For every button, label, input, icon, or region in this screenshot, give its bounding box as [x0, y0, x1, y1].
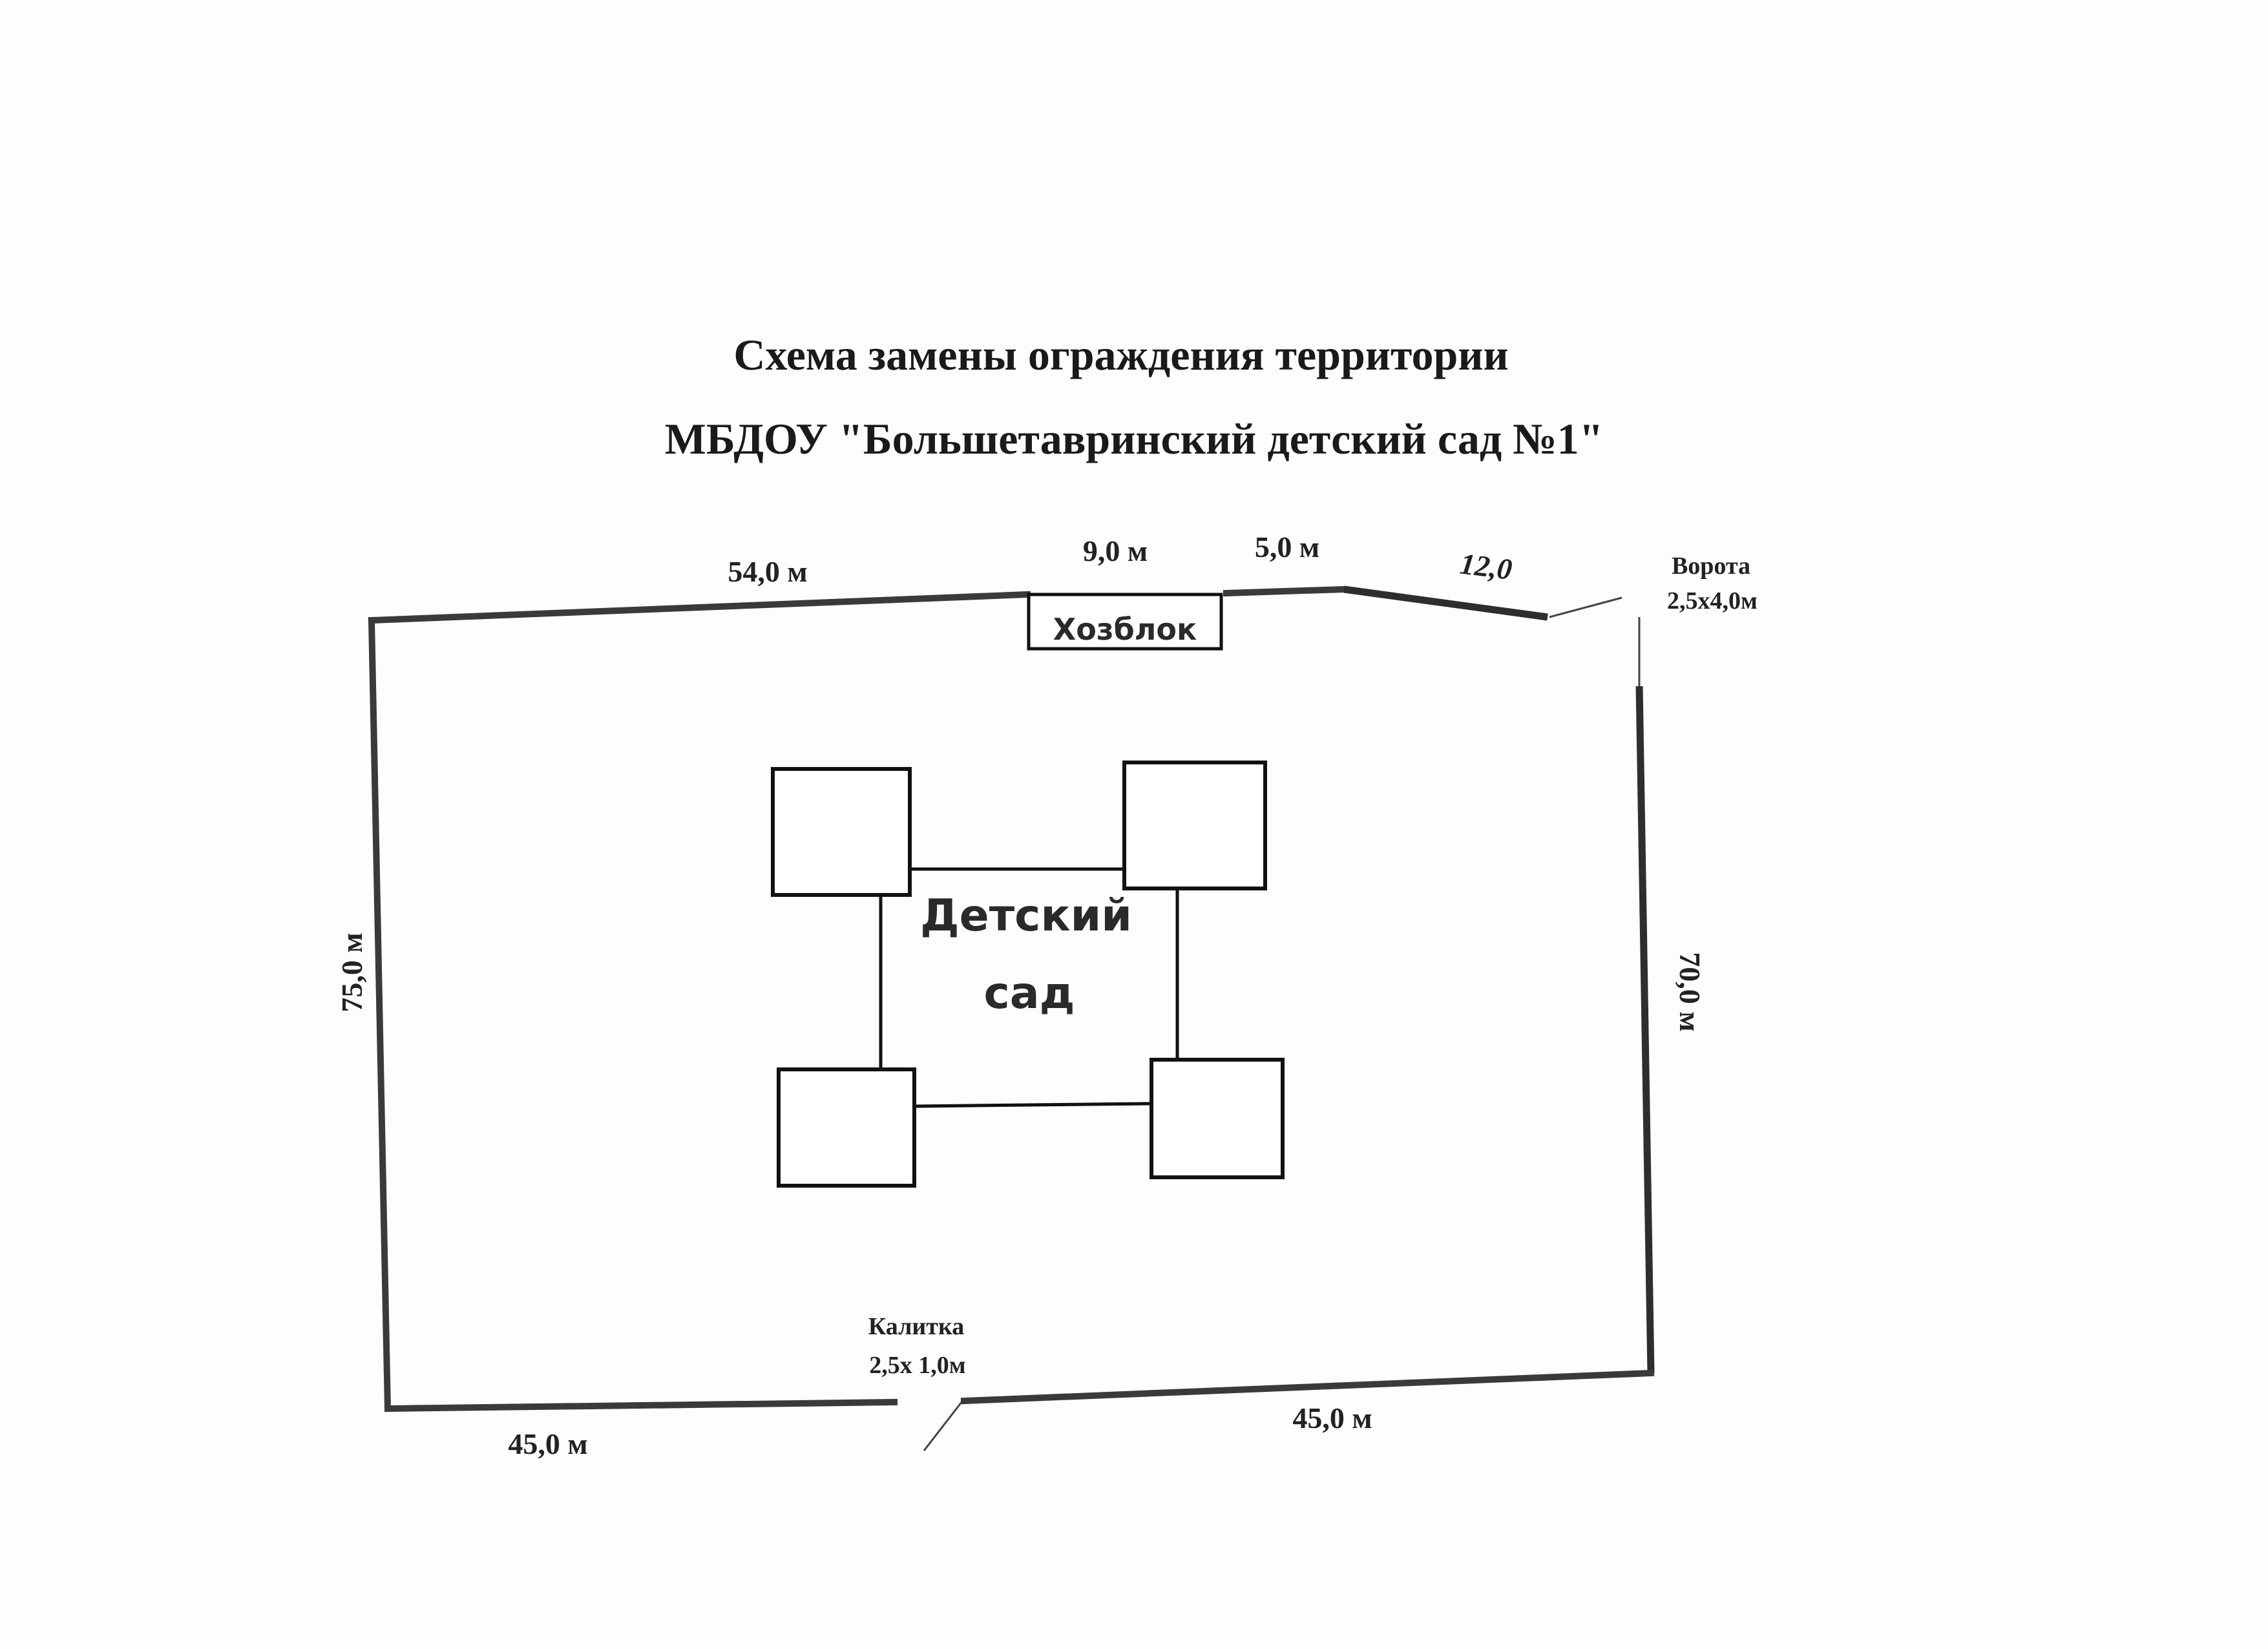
shed-label: Хозблок: [1053, 612, 1197, 647]
fence-bottom-left: [384, 1398, 898, 1413]
dimension-bottom-left: 45,0 м: [508, 1427, 587, 1460]
dimension-top-mid: 5,0 м: [1255, 530, 1319, 563]
building-link-bottom: [914, 1102, 1152, 1108]
fence-top-left: [368, 591, 1031, 624]
dimension-bottom-right: 45,0 м: [1292, 1402, 1372, 1434]
building-block-bottom-left: [777, 1067, 916, 1188]
dimension-top-shed: 9,0 м: [1083, 534, 1148, 567]
wicket-size: 2,5х 1,0м: [869, 1352, 965, 1379]
dimension-right: 70,0 м: [1674, 952, 1706, 1031]
dimension-top-right: 12,0: [1458, 547, 1514, 585]
fence-left: [368, 616, 392, 1413]
institution-title: МБДОУ "Большетавринский детский сад №1": [664, 414, 1604, 463]
fence-right: [1635, 686, 1655, 1374]
gate-label: Ворота: [1672, 552, 1750, 580]
dimension-left: 75,0 м: [335, 932, 368, 1012]
building-block-top-right: [1122, 761, 1267, 890]
building-label-line2: сад: [983, 968, 1075, 1019]
gate-swing-line: [1549, 596, 1622, 618]
fence-top-right: [1343, 585, 1548, 621]
building-label-line1: Детский: [920, 890, 1132, 941]
shed-box: [1027, 593, 1223, 651]
dimension-top-left: 54,0 м: [728, 555, 807, 588]
building-block-top-left: [771, 767, 912, 897]
wicket-label: Калитка: [868, 1313, 965, 1340]
wicket-swing-line: [923, 1402, 963, 1451]
fence-bottom-right: [960, 1369, 1655, 1405]
building-block-bottom-right: [1150, 1058, 1285, 1179]
fence-top-mid: [1223, 585, 1348, 597]
scheme-title: Схема замены ограждения территории: [733, 330, 1509, 379]
gate-size: 2,5х4,0м: [1667, 587, 1758, 614]
